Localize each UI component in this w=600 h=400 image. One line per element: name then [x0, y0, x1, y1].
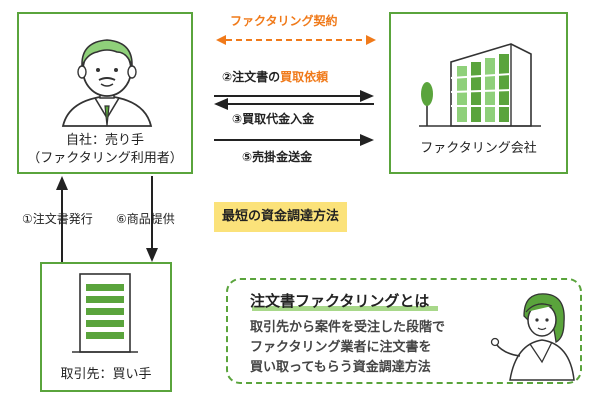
step5-label: ⑤売掛金送金	[242, 150, 313, 164]
step2-label: ②注文書の買取依頼	[222, 68, 328, 85]
step1-label: ①注文書発行	[22, 212, 93, 226]
fastest-funding-badge: 最短の資金調達方法	[214, 202, 348, 232]
step3-arrow-left	[214, 98, 374, 110]
step6-label: ⑥商品提供	[116, 212, 175, 226]
seller-name: 自社：売り手	[65, 133, 144, 148]
factoring-company-name: ファクタリング会社	[420, 141, 537, 156]
presenter-woman-illustration	[490, 293, 575, 381]
step1-arrow-up	[56, 176, 68, 262]
step2-arrow-right	[214, 90, 374, 102]
seller-box: 自社：売り手 （ファクタリング利用者）	[17, 12, 193, 174]
step3-label: ③買取代金入金	[232, 112, 315, 126]
factoring-company-box: ファクタリング会社	[389, 12, 568, 174]
step2-emphasis: 買取依頼	[280, 70, 329, 84]
buyer-box: 取引先：買い手	[40, 262, 172, 392]
buyer-building-illustration	[72, 273, 138, 353]
callout-line-1: 取引先から案件を受注した段階で	[250, 320, 446, 335]
buyer-name: 取引先：買い手	[60, 367, 152, 382]
step2-prefix: ②注文書の	[222, 70, 281, 84]
step5-arrow-right	[214, 134, 374, 146]
contract-label: ファクタリング契約	[230, 14, 338, 28]
contract-arrow	[216, 35, 376, 45]
callout-title: 注文書ファクタリングとは	[250, 292, 430, 310]
title-underline	[252, 306, 438, 311]
businessman-illustration	[61, 39, 153, 127]
definition-callout: 注文書ファクタリングとは 取引先から案件を受注した段階で ファクタリング業者に注…	[226, 278, 582, 384]
office-building-illustration	[419, 43, 541, 127]
callout-line-2: ファクタリング業者に注文書を	[250, 340, 432, 355]
callout-body: 取引先から案件を受注した段階で ファクタリング業者に注文書を 買い取ってもらう資…	[250, 318, 445, 378]
seller-role: （ファクタリング利用者）	[27, 151, 183, 166]
callout-line-3: 買い取ってもらう資金調達方法	[250, 360, 431, 375]
step6-arrow-down	[146, 176, 158, 262]
